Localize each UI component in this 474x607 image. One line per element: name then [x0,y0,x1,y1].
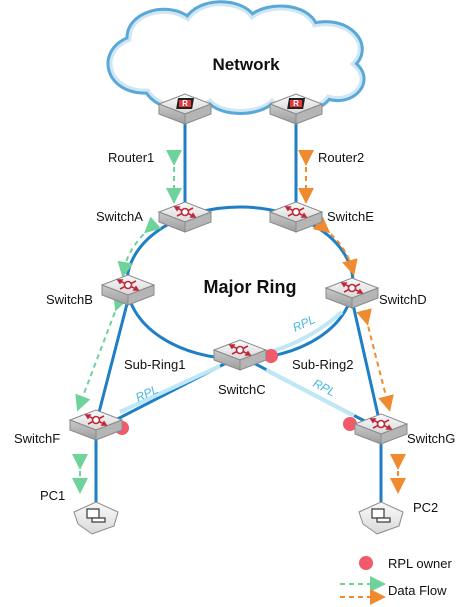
pc1-device [73,501,119,535]
flow-switchE-switchD [312,216,358,276]
pc2-label: PC2 [413,500,438,515]
switchC-device [212,339,268,371]
switchA-device [157,201,213,233]
rpl-highlight-sub2 [265,368,355,418]
flow-switchA-switchB [117,216,162,278]
switch-icon [116,279,140,291]
svg-text:R: R [182,99,188,108]
switchB-device [100,274,156,306]
switchG-device [353,413,409,445]
router2-device: R [268,93,324,125]
data-flows [72,150,406,494]
links [94,108,383,508]
switch-icon [228,344,252,356]
legend: RPL owner Data Flow [340,556,452,605]
svg-text:R: R [293,99,299,108]
flow-switchD-switchG [356,308,394,412]
legend-rpl-owner-label: RPL owner [388,556,452,571]
legend-data-flow-label: Data Flow [388,583,447,598]
switch-icon [369,418,393,430]
switch-icon [84,414,108,426]
switchA-label: SwitchA [96,209,143,224]
rpl-highlight-major [269,310,344,354]
switchE-device [268,201,324,233]
rpl-highlight-sub1 [119,364,221,414]
switch-icon [284,206,308,218]
switchF-label: SwitchF [14,431,60,446]
network-label: Network [212,55,280,74]
switchC-label: SwitchC [218,382,266,397]
switchG-label: SwitchG [407,431,455,446]
switchE-label: SwitchE [327,209,374,224]
router1-label: Router1 [108,150,154,165]
computer-icon [86,508,106,523]
pc2-device [358,501,404,535]
network-cloud: Network [106,0,366,115]
rpl-highlights [119,310,355,418]
subring2-label: Sub-Ring2 [292,357,353,372]
flow-switchB-switchF [75,293,129,412]
major-ring-label: Major Ring [204,277,297,297]
computer-icon [371,508,391,523]
switchD-label: SwitchD [379,292,427,307]
switchD-device [324,277,380,309]
subring1-label: Sub-Ring1 [124,357,185,372]
rpl-owner-dot-switchG [343,417,357,431]
router1-device: R [157,93,213,125]
router2-label: Router2 [318,150,364,165]
switchF-device [68,409,124,441]
router-icon: R [176,98,195,109]
switch-icon [340,282,364,294]
pc1-label: PC1 [40,488,65,503]
switch-icon [173,206,197,218]
router-icon: R [287,98,306,109]
switchB-label: SwitchB [46,292,93,307]
rpl-owner-dot-switchC [264,349,278,363]
legend-rpl-owner-dot [359,556,373,570]
